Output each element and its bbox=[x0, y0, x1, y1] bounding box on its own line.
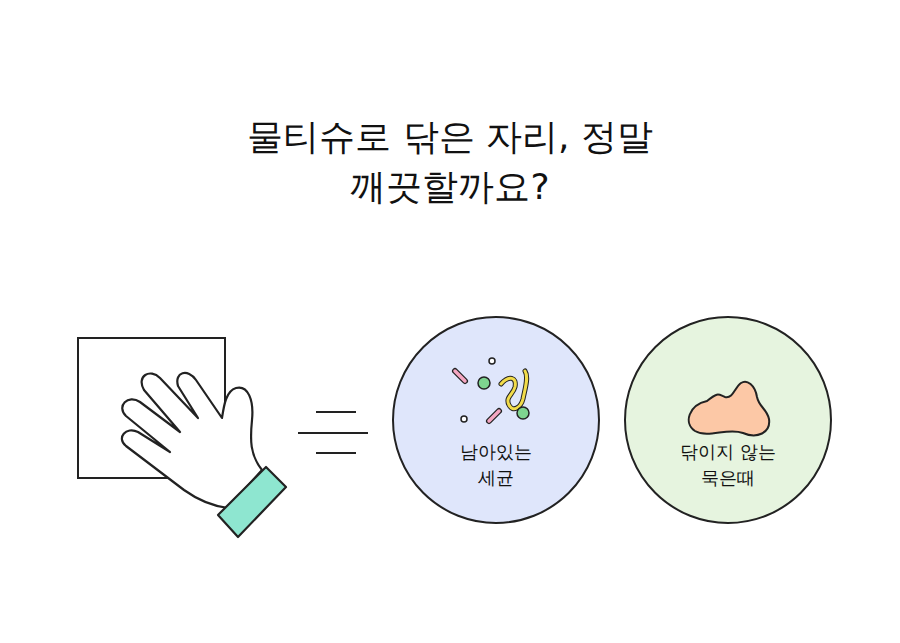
node-label: 닦이지 않는 묵은때 bbox=[672, 439, 784, 491]
circle-outline bbox=[623, 315, 833, 525]
grime-blob bbox=[689, 382, 769, 436]
bacteria bbox=[455, 358, 529, 422]
title: 물티슈로 닦은 자리, 정말 깨끗할까요? bbox=[235, 112, 665, 212]
gloved-hand bbox=[122, 373, 286, 537]
node-label: 남아있는 세균 bbox=[451, 439, 541, 491]
circle-node: 남아있는 세균 bbox=[391, 315, 601, 525]
circle-outline bbox=[391, 315, 601, 525]
circle-node: 닦이지 않는 묵은때 bbox=[623, 315, 833, 525]
equals-lines bbox=[298, 412, 368, 453]
